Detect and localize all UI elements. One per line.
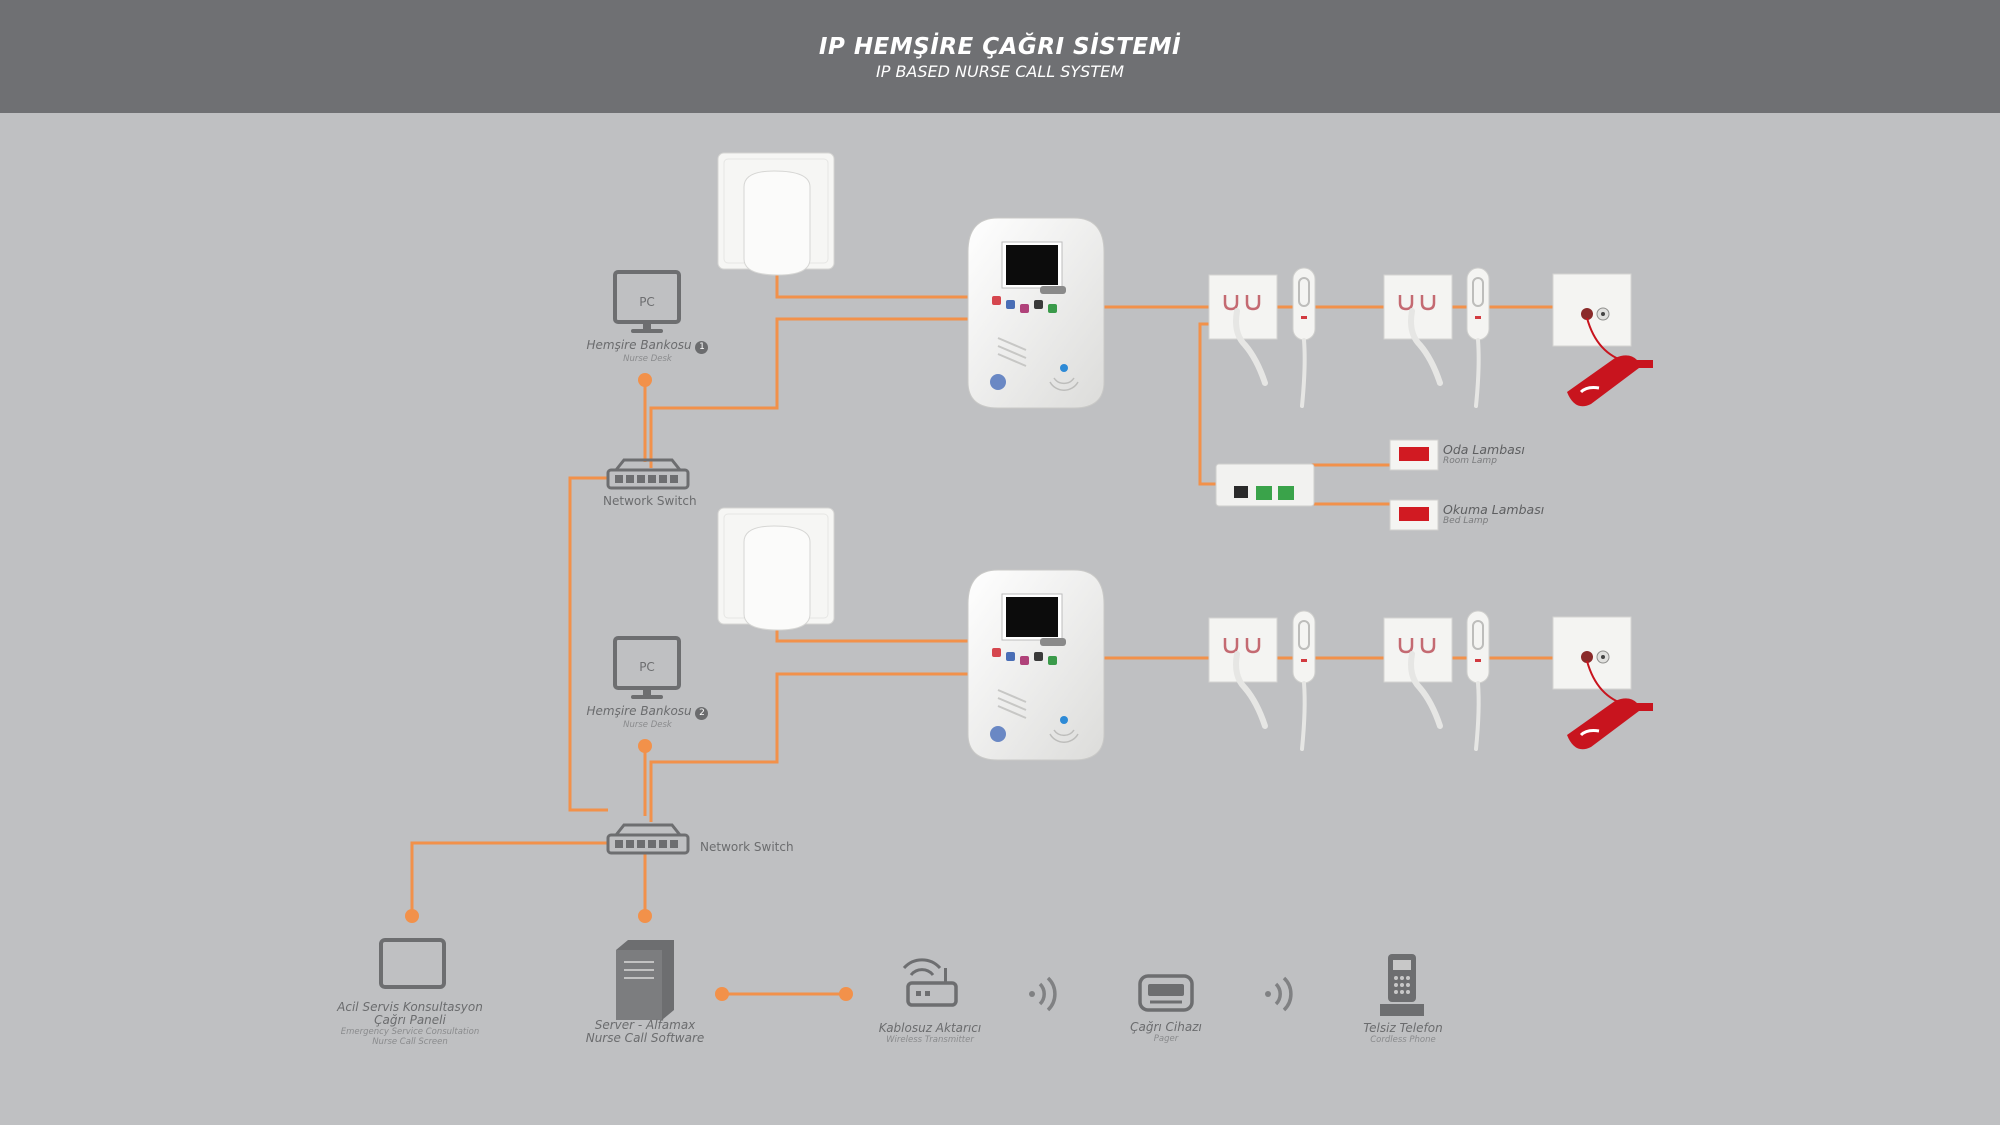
network-switch-1-icon bbox=[606, 458, 690, 490]
dot-desk-2 bbox=[638, 739, 652, 753]
header-bar: IP HEMŞİRE ÇAĞRI SİSTEMİ IP BASED NURSE … bbox=[0, 0, 2000, 113]
patient-handset-1a bbox=[1291, 266, 1317, 408]
dot-wireless-link bbox=[839, 987, 853, 1001]
room-lamp-label: Oda Lambası Room Lamp bbox=[1443, 442, 1525, 466]
pc-label: PC bbox=[639, 660, 655, 674]
pager-icon bbox=[1138, 974, 1194, 1012]
page-subtitle: IP BASED NURSE CALL SYSTEM bbox=[876, 62, 1124, 81]
bed-socket-2b bbox=[1384, 618, 1452, 726]
nurse-desk-2-label: Hemşire Bankosu 2 Nurse Desk bbox=[560, 705, 735, 730]
line-beds-to-lamp-controller bbox=[1198, 322, 1218, 486]
bed-socket-1b bbox=[1384, 275, 1452, 383]
corridor-door-light-1 bbox=[717, 152, 835, 276]
patient-room-station-2 bbox=[967, 569, 1105, 761]
lamp-controller bbox=[1215, 463, 1315, 507]
line-switch-2-to-station-2 bbox=[649, 672, 970, 822]
server-label: Server - Alfamax Nurse Call Software bbox=[585, 1018, 705, 1045]
network-switch-1-label: Network Switch bbox=[603, 494, 697, 508]
emergency-panel-label: Acil Servis Konsultasyon Çağrı Paneli Em… bbox=[337, 1000, 483, 1048]
wireless-transmitter-icon bbox=[902, 958, 958, 1007]
room-lamp bbox=[1389, 439, 1439, 471]
patient-handset-2b bbox=[1465, 609, 1491, 751]
corridor-door-light-2 bbox=[717, 507, 835, 631]
patient-handset-1b bbox=[1465, 266, 1491, 408]
page-title: IP HEMŞİRE ÇAĞRI SİSTEMİ bbox=[818, 34, 1182, 60]
pc-label: PC bbox=[639, 295, 655, 309]
dot-emergency bbox=[405, 909, 419, 923]
patient-handset-2a bbox=[1291, 609, 1317, 751]
dot-server-link bbox=[715, 987, 729, 1001]
emergency-panel-icon bbox=[379, 938, 446, 989]
network-switch-2-icon bbox=[606, 823, 690, 855]
dot-server bbox=[638, 909, 652, 923]
bed-lamp bbox=[1389, 499, 1439, 531]
line-switch-1-to-switch-2 bbox=[568, 476, 608, 812]
wireless-transmitter-label: Kablosuz Aktarıcı Wireless Transmitter bbox=[878, 1021, 982, 1046]
patient-room-station-1 bbox=[967, 217, 1105, 409]
line-door-light-1-to-station-1 bbox=[775, 270, 970, 299]
line-switch-1-to-station-1 bbox=[649, 317, 970, 468]
bathroom-pull-cord-2 bbox=[1551, 615, 1655, 751]
signal-waves-icon bbox=[1263, 976, 1293, 1012]
signal-waves-icon bbox=[1027, 976, 1057, 1012]
connector-lines bbox=[410, 270, 1557, 996]
bathroom-pull-cord-1 bbox=[1551, 272, 1655, 408]
pager-label: Çağrı Cihazı Pager bbox=[1130, 1020, 1202, 1045]
bed-socket-1a bbox=[1209, 275, 1277, 383]
connector-dots bbox=[405, 373, 853, 1001]
cordless-phone-icon bbox=[1380, 954, 1424, 1016]
bed-socket-2a bbox=[1209, 618, 1277, 726]
line-door-light-2-to-station-2 bbox=[775, 624, 970, 643]
dot-desk-1 bbox=[638, 373, 652, 387]
bed-lamp-label: Okuma Lambası Bed Lamp bbox=[1443, 502, 1545, 526]
desk-number-badge: 2 bbox=[695, 707, 709, 720]
nurse-desk-1-label: Hemşire Bankosu 1 Nurse Desk bbox=[560, 339, 735, 364]
network-switch-2-label: Network Switch bbox=[700, 840, 794, 854]
cordless-phone-label: Telsiz Telefon Cordless Phone bbox=[1363, 1021, 1443, 1046]
desk-number-badge: 1 bbox=[695, 341, 709, 354]
line-switch-2-to-emergency bbox=[410, 841, 608, 916]
server-icon bbox=[616, 940, 674, 1020]
